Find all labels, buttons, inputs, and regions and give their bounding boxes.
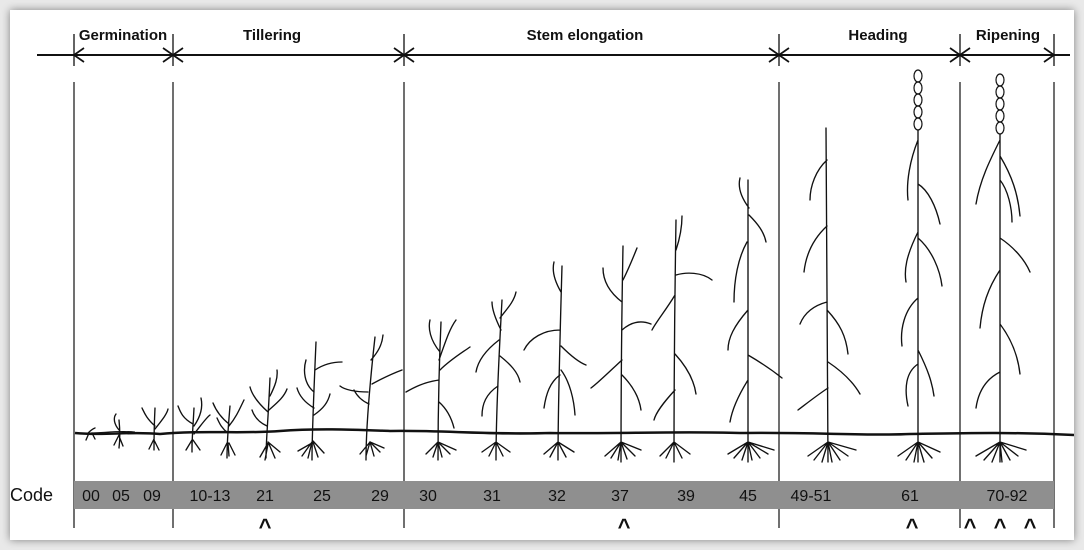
plant-code-31 bbox=[475, 291, 521, 461]
code-value-45: 45 bbox=[739, 488, 757, 505]
plant-code-70-92 bbox=[975, 73, 1031, 463]
code-value-30: 30 bbox=[419, 488, 437, 505]
plant-code-25 bbox=[296, 341, 343, 461]
marker-92: ^ bbox=[1024, 514, 1037, 539]
plant-code-10-13 bbox=[177, 397, 211, 453]
plant-code-09 bbox=[141, 407, 169, 451]
marker-21: ^ bbox=[259, 514, 272, 539]
plant-code-29 bbox=[339, 334, 403, 461]
top-stage-axis: Germination Tillering Stem elongation He… bbox=[37, 27, 1070, 66]
stage-markers: ^ ^ ^ ^ ^ ^ bbox=[259, 514, 1037, 539]
plant-code-32 bbox=[523, 261, 587, 461]
plant-illustrations bbox=[85, 69, 1031, 463]
stage-label-stem-elongation: Stem elongation bbox=[527, 27, 644, 44]
code-value-05: 05 bbox=[112, 488, 130, 505]
code-value-29: 29 bbox=[371, 488, 389, 505]
code-value-49-51: 49-51 bbox=[791, 488, 832, 505]
code-value-37: 37 bbox=[611, 488, 629, 505]
wheat-growth-stage-diagram: Germination Tillering Stem elongation He… bbox=[10, 27, 1074, 539]
plant-code-49-51 bbox=[797, 127, 861, 463]
marker-61: ^ bbox=[906, 514, 919, 539]
stage-boundary-lines bbox=[73, 82, 1055, 528]
code-value-09: 09 bbox=[143, 488, 161, 505]
marker-37: ^ bbox=[618, 514, 631, 539]
plant-code-39 bbox=[651, 215, 713, 463]
plant-code-37 bbox=[590, 245, 652, 463]
ground-line bbox=[74, 428, 1074, 437]
stage-label-tillering: Tillering bbox=[243, 27, 301, 44]
code-value-31: 31 bbox=[483, 488, 501, 505]
stage-label-heading: Heading bbox=[848, 27, 907, 44]
plant-code-05 bbox=[113, 413, 124, 449]
code-value-39: 39 bbox=[677, 488, 695, 505]
plant-code-10-13-b bbox=[212, 399, 245, 459]
code-label: Code bbox=[10, 485, 53, 505]
code-value-61: 61 bbox=[901, 488, 919, 505]
marker-70: ^ bbox=[964, 514, 977, 539]
code-value-21: 21 bbox=[256, 488, 274, 505]
code-value-10-13: 10-13 bbox=[190, 488, 231, 505]
plant-code-00 bbox=[85, 427, 96, 441]
code-value-25: 25 bbox=[313, 488, 331, 505]
code-value-32: 32 bbox=[548, 488, 566, 505]
code-value-70-92: 70-92 bbox=[987, 488, 1028, 505]
stage-label-ripening: Ripening bbox=[976, 27, 1040, 44]
plant-code-61 bbox=[897, 69, 943, 463]
code-value-00: 00 bbox=[82, 488, 100, 505]
marker-80: ^ bbox=[994, 514, 1007, 539]
plant-code-21 bbox=[249, 369, 288, 461]
diagram-frame: Germination Tillering Stem elongation He… bbox=[10, 10, 1074, 540]
stage-label-germination: Germination bbox=[79, 27, 167, 44]
plant-code-30 bbox=[405, 319, 471, 461]
plant-code-45 bbox=[727, 177, 783, 463]
code-bar: Code 00 05 09 10-13 21 25 29 30 31 32 37… bbox=[10, 481, 1054, 509]
